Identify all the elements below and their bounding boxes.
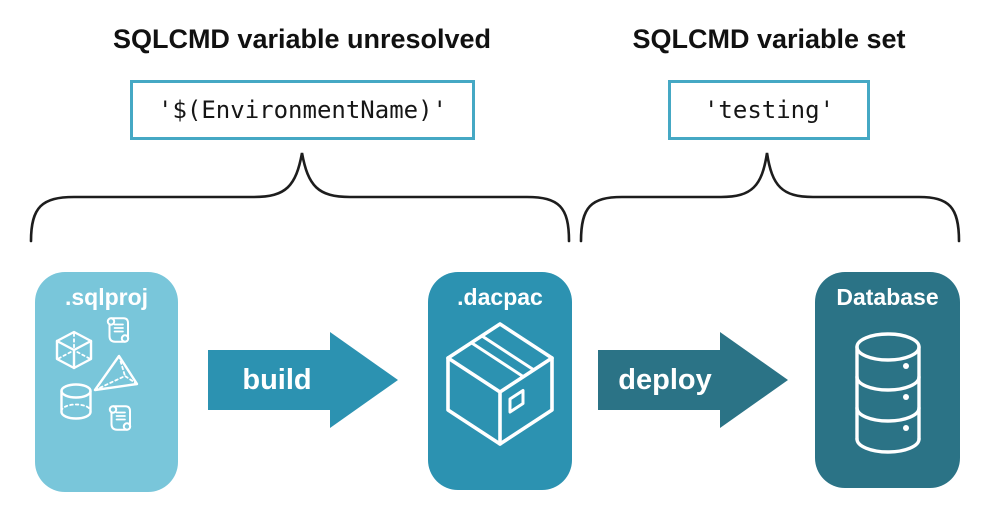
left-heading: SQLCMD variable unresolved (112, 24, 492, 54)
right-heading: SQLCMD variable set (632, 24, 906, 54)
resolved-variable-box: 'testing' (668, 80, 870, 140)
package-box-icon (446, 322, 554, 446)
dacpac-label: .dacpac (457, 284, 543, 310)
cube-icon (55, 330, 93, 370)
cylinder-icon (60, 383, 92, 420)
database-label: Database (836, 284, 939, 310)
pyramid-icon (93, 354, 139, 392)
sqlproj-label: .sqlproj (64, 284, 149, 310)
database-cylinder-icon (855, 332, 921, 454)
deploy-arrow-icon (598, 332, 788, 428)
unresolved-variable-box: '$(EnvironmentName)' (130, 80, 475, 140)
dacpac-card: .dacpac (428, 272, 572, 490)
build-arrow-label: build (242, 364, 312, 396)
deploy-arrow-label: deploy (618, 364, 712, 396)
sql-objects-icon (55, 317, 139, 431)
unresolved-variable-text: '$(EnvironmentName)' (158, 96, 447, 124)
left-brace-icon (29, 152, 571, 243)
script-scroll-icon (108, 405, 132, 431)
sqlproj-card: .sqlproj (35, 272, 178, 492)
right-brace-icon (579, 152, 961, 243)
script-scroll-icon (106, 317, 130, 343)
database-card: Database (815, 272, 960, 488)
resolved-variable-text: 'testing' (703, 96, 835, 124)
build-arrow-icon (208, 332, 398, 428)
